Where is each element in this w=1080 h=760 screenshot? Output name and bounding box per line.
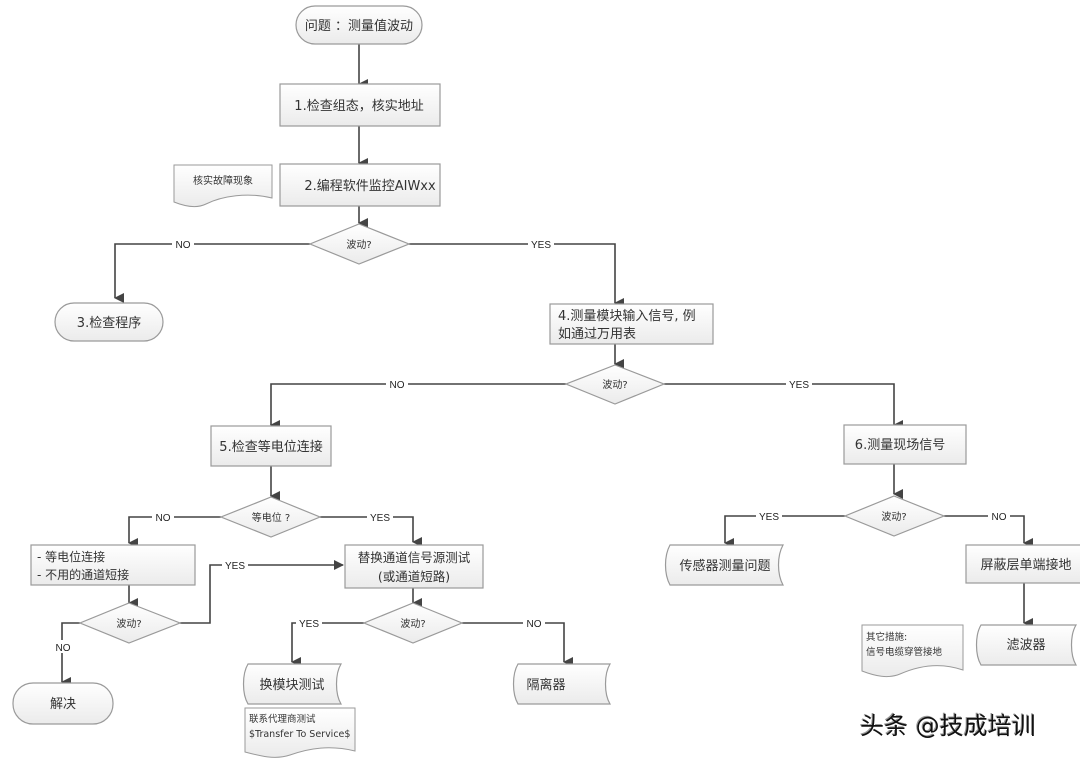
box-equip-line1: - 等电位连接 (37, 549, 105, 564)
note-other-line2: 信号电缆穿管接地 (866, 646, 943, 658)
node-sensor-problem[interactable]: 传感器测量问题 (664, 544, 785, 586)
edge-dec4-no (462, 622, 573, 667)
node-step5[interactable]: 5.检查等电位连接 (210, 425, 332, 467)
note-other-measures[interactable]: 其它措施: 信号电缆穿管接地 (861, 624, 964, 678)
node-isolator[interactable]: 隔离器 (512, 663, 612, 705)
edge-dec2-no (270, 383, 566, 430)
note-agent-line1: 联系代理商测试 (249, 713, 316, 725)
shield-label: 屏蔽层单端接地 (980, 557, 1071, 573)
sensor-label: 传感器测量问题 (679, 558, 770, 574)
note-agent-line2: $Transfer To Service$ (249, 729, 350, 740)
step4-line2: 如通过万用表 (558, 326, 636, 342)
edge-labels: NO YES NO YES NO YES YES NO YES NO YES N… (52, 237, 1010, 654)
label-equip-yes: YES (370, 513, 390, 524)
node-filter[interactable]: 滤波器 (975, 624, 1078, 666)
node-module-test[interactable]: 换模块测试 (242, 663, 343, 705)
node-step6[interactable]: 6.测量现场信号 (843, 424, 967, 465)
edge-dec5-no (944, 515, 1033, 548)
node-solved[interactable]: 解决 (12, 682, 114, 725)
note-agent[interactable]: 联系代理商测试 $Transfer To Service$ (244, 707, 356, 758)
module-test-label: 换模块测试 (259, 678, 324, 693)
note-verify-label: 核实故障现象 (193, 174, 253, 187)
edge-dec3-yes (180, 560, 344, 624)
replace-line1: 替换通道信号源测试 (358, 550, 471, 565)
dec2-label: 波动? (602, 378, 627, 391)
edges (61, 44, 1033, 687)
step3-label: 3.检查程序 (77, 316, 141, 331)
watermark: 头条 @技成培训 (860, 712, 1036, 740)
decision-5[interactable]: 波动? (843, 495, 946, 537)
dec4-label: 波动? (400, 617, 425, 630)
node-step1[interactable]: 1.检查组态，核实地址 (279, 83, 441, 127)
step4-line1: 4.测量模块输入信号, 例 (558, 308, 696, 324)
node-box-equipotential[interactable]: - 等电位连接 - 不用的通道短接 (30, 544, 196, 586)
node-start[interactable]: 问题 ：测量值波动 (295, 5, 423, 45)
label-dec3-yes: YES (225, 561, 245, 572)
label-dec1-yes: YES (531, 240, 551, 251)
label-dec5-no: NO (992, 512, 1007, 523)
step5-label: 5.检查等电位连接 (219, 439, 322, 455)
note-verify[interactable]: 核实故障现象 (173, 164, 273, 208)
decision-1[interactable]: 波动? (308, 223, 411, 265)
isolator-label: 隔离器 (526, 677, 565, 693)
edge-dec2-yes (664, 383, 903, 430)
nodes: 问题 ：测量值波动 1.检查组态，核实地址 核实故障现象 2.编程软件监控AIW… (12, 5, 1080, 758)
edge-dec4-yes (291, 622, 364, 667)
edge-dec1-no (114, 243, 310, 303)
filter-label: 滤波器 (1006, 638, 1045, 653)
solved-label: 解决 (50, 697, 76, 712)
label-dec2-no: NO (390, 380, 405, 391)
replace-line2: (或通道短路) (378, 569, 450, 584)
dec3-label: 波动? (116, 617, 141, 630)
node-step4[interactable]: 4.测量模块输入信号, 例 如通过万用表 (549, 303, 714, 345)
label-dec3-no: NO (56, 643, 71, 654)
box-equip-line2: - 不用的通道短接 (37, 567, 129, 582)
edge-dec5-yes (724, 515, 845, 548)
dec5-label: 波动? (881, 510, 906, 523)
start-label: 问题 ：测量值波动 (305, 18, 413, 34)
step6-label: 6.测量现场信号 (855, 438, 945, 453)
label-dec1-no: NO (176, 240, 191, 251)
label-dec4-yes: YES (299, 619, 319, 630)
label-dec2-yes: YES (789, 380, 809, 391)
step2-label: 2.编程软件监控AIWxx (304, 179, 436, 194)
label-equip-no: NO (156, 513, 171, 524)
node-step2[interactable]: 2.编程软件监控AIWxx (279, 163, 441, 207)
note-other-line1: 其它措施: (866, 631, 907, 643)
decision-2[interactable]: 波动? (564, 364, 666, 405)
edge-dec1-yes (409, 243, 624, 308)
decision-4[interactable]: 波动? (362, 602, 464, 644)
dec1-label: 波动? (346, 238, 371, 251)
node-replace-source[interactable]: 替换通道信号源测试 (或通道短路) (344, 544, 484, 589)
edge-equip-yes (320, 516, 422, 547)
node-step3[interactable]: 3.检查程序 (54, 302, 164, 342)
edge-dec3-no (61, 622, 80, 687)
dec-equip-label: 等电位 ? (252, 511, 291, 524)
node-shield-grounding[interactable]: 屏蔽层单端接地 (965, 544, 1080, 584)
step1-label: 1.检查组态，核实地址 (294, 99, 423, 114)
edge-equip-no (128, 516, 221, 548)
label-dec4-no: NO (527, 619, 542, 630)
decision-equipotential[interactable]: 等电位 ? (219, 496, 322, 538)
decision-3[interactable]: 波动? (78, 602, 182, 644)
label-dec5-yes: YES (759, 512, 779, 523)
